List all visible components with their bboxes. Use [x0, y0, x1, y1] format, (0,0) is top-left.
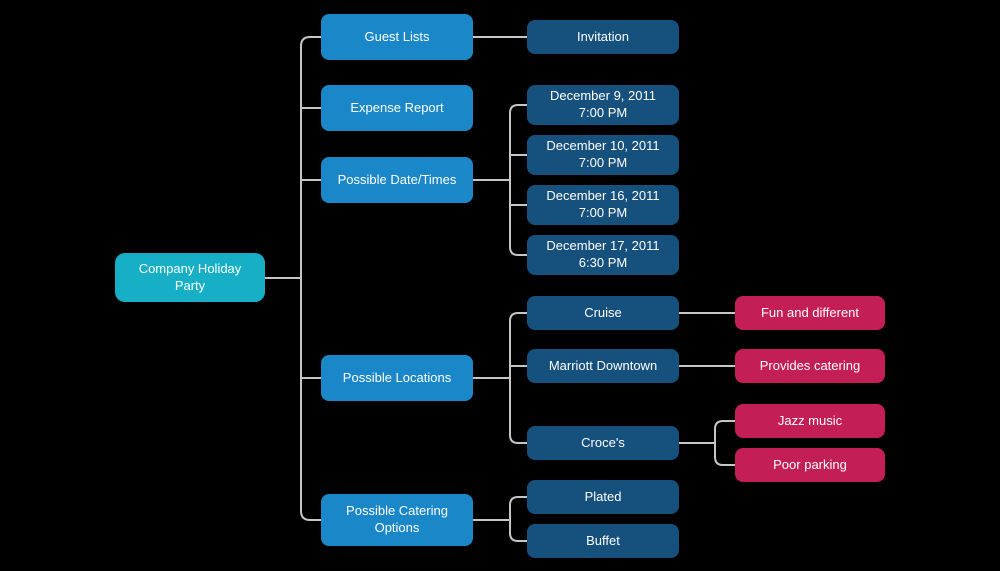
node-poor-parking[interactable]: Poor parking	[735, 448, 885, 482]
node-company-holiday-party[interactable]: Company Holiday Party	[115, 253, 265, 302]
node-december-16-2011[interactable]: December 16, 2011 7:00 PM	[527, 185, 679, 225]
node-provides-catering[interactable]: Provides catering	[735, 349, 885, 383]
node-jazz-music[interactable]: Jazz music	[735, 404, 885, 438]
node-december-9-2011[interactable]: December 9, 2011 7:00 PM	[527, 85, 679, 125]
node-marriott-downtown[interactable]: Marriott Downtown	[527, 349, 679, 383]
connector-dates-rail	[509, 104, 527, 256]
connector-trunk	[300, 36, 321, 521]
connector-catering-rail	[509, 496, 527, 542]
connector-croces-rail	[714, 420, 737, 466]
node-possible-locations[interactable]: Possible Locations	[321, 355, 473, 401]
node-guest-lists[interactable]: Guest Lists	[321, 14, 473, 60]
node-invitation[interactable]: Invitation	[527, 20, 679, 54]
connector-locations-rail	[509, 312, 527, 444]
node-fun-and-different[interactable]: Fun and different	[735, 296, 885, 330]
node-plated[interactable]: Plated	[527, 480, 679, 514]
node-croces[interactable]: Croce's	[527, 426, 679, 460]
node-december-17-2011[interactable]: December 17, 2011 6:30 PM	[527, 235, 679, 275]
node-buffet[interactable]: Buffet	[527, 524, 679, 558]
node-expense-report[interactable]: Expense Report	[321, 85, 473, 131]
node-possible-catering-options[interactable]: Possible Catering Options	[321, 494, 473, 546]
node-cruise[interactable]: Cruise	[527, 296, 679, 330]
node-possible-date-times[interactable]: Possible Date/Times	[321, 157, 473, 203]
node-december-10-2011[interactable]: December 10, 2011 7:00 PM	[527, 135, 679, 175]
